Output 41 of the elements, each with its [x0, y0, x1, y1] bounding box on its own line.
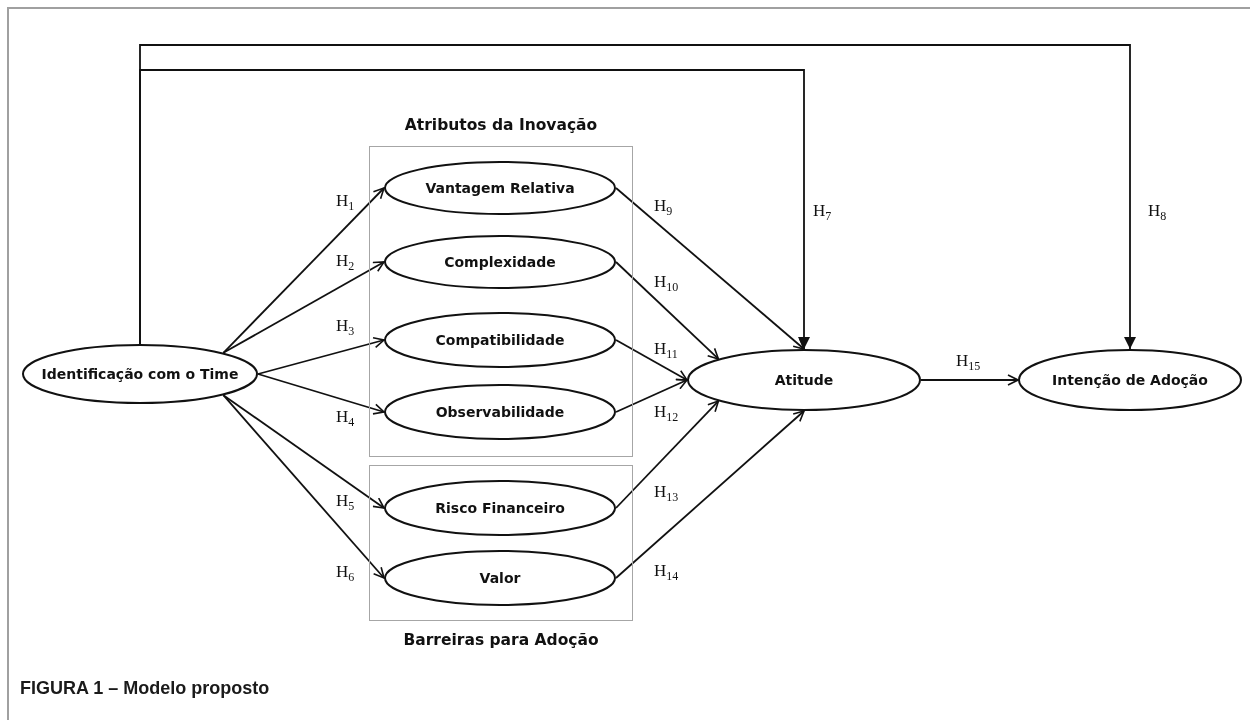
- arrow: [615, 378, 688, 413]
- edge-label: H$_{9}$: [654, 197, 673, 218]
- arrow: [222, 394, 385, 579]
- arrow: [615, 400, 720, 509]
- arrow: [615, 187, 805, 350]
- edge-label: H$_{8}$: [1148, 202, 1167, 223]
- group-heading: Atributos da Inovação: [403, 116, 599, 134]
- figure-caption: FIGURA 1 – Modelo proposto: [20, 678, 270, 699]
- arrow: [222, 187, 385, 354]
- construct-label: Valor: [478, 568, 522, 588]
- edge-label: H$_{2}$: [336, 252, 355, 273]
- arrow: [615, 261, 720, 360]
- construct-label: Identificação com o Time: [40, 364, 240, 384]
- edge-label: H$_{3}$: [336, 317, 355, 338]
- edge-label: H$_{4}$: [336, 408, 355, 429]
- group-heading: Barreiras para Adoção: [402, 631, 600, 649]
- arrow: [615, 410, 805, 579]
- edge-label: H$_{7}$: [813, 202, 832, 223]
- edge-label: H$_{12}$: [654, 403, 679, 424]
- construct-label: Vantagem Relativa: [424, 178, 576, 198]
- arrow: [222, 261, 385, 354]
- arrow: [139, 69, 810, 350]
- construct-label: Complexidade: [443, 252, 557, 272]
- arrow: [920, 374, 1019, 386]
- construct-label: Observabilidade: [434, 402, 566, 422]
- construct-label: Intenção de Adoção: [1051, 370, 1209, 390]
- edge-label: H$_{15}$: [956, 352, 981, 373]
- edge-label: H$_{5}$: [336, 492, 355, 513]
- edge-label: H$_{10}$: [654, 273, 679, 294]
- construct-label: Atitude: [773, 370, 835, 390]
- edge-label: H$_{6}$: [336, 563, 355, 584]
- arrow: [615, 339, 688, 381]
- edge-label: H$_{1}$: [336, 192, 355, 213]
- edge-label: H$_{11}$: [654, 340, 678, 361]
- construct-label: Compatibilidade: [434, 330, 566, 350]
- arrow: [257, 337, 385, 375]
- edge-label: H$_{14}$: [654, 562, 679, 583]
- edge-label: H$_{13}$: [654, 483, 679, 504]
- arrow: [257, 373, 385, 415]
- construct-label: Risco Financeiro: [434, 498, 566, 518]
- arrow: [139, 44, 1136, 350]
